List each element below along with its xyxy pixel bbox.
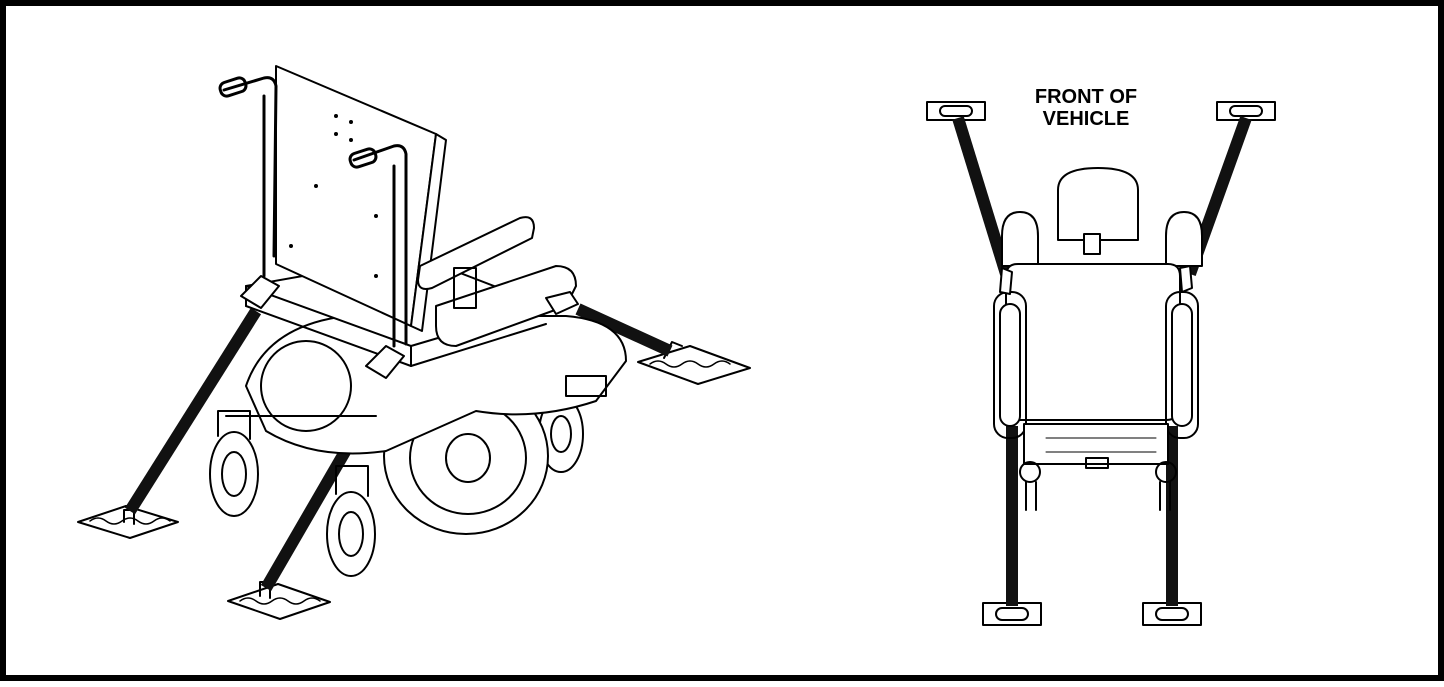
floor-track-rear-left bbox=[77, 505, 179, 539]
front-of-vehicle-label: FRONT OF VEHICLE bbox=[1016, 86, 1156, 130]
tie-down-brackets bbox=[240, 275, 579, 379]
top-view-base bbox=[1019, 423, 1177, 511]
push-handles bbox=[218, 76, 408, 348]
top-view-connectors bbox=[999, 265, 1193, 295]
power-base bbox=[225, 315, 627, 455]
anchor-plate-front-left bbox=[926, 101, 986, 121]
floor-track-rear-right bbox=[227, 581, 331, 620]
front-label-line-1: FRONT OF bbox=[1034, 86, 1138, 108]
anchor-plate-rear-right bbox=[1142, 602, 1202, 626]
headrest bbox=[1057, 167, 1139, 255]
top-view-front-casters bbox=[1001, 211, 1203, 267]
top-view-armrests bbox=[993, 291, 1199, 439]
anchor-plate-front-right bbox=[1216, 101, 1276, 121]
wheelchair-isometric-illustration bbox=[77, 65, 751, 620]
caster-wheel-rear-left bbox=[209, 410, 259, 517]
wheelchair-top-view-illustration bbox=[926, 101, 1276, 626]
top-view-seat bbox=[1005, 263, 1181, 421]
anchor-plate-rear-left bbox=[982, 602, 1042, 626]
front-label-line-2: VEHICLE bbox=[1042, 108, 1130, 130]
caster-wheel-rear-right bbox=[326, 465, 376, 577]
